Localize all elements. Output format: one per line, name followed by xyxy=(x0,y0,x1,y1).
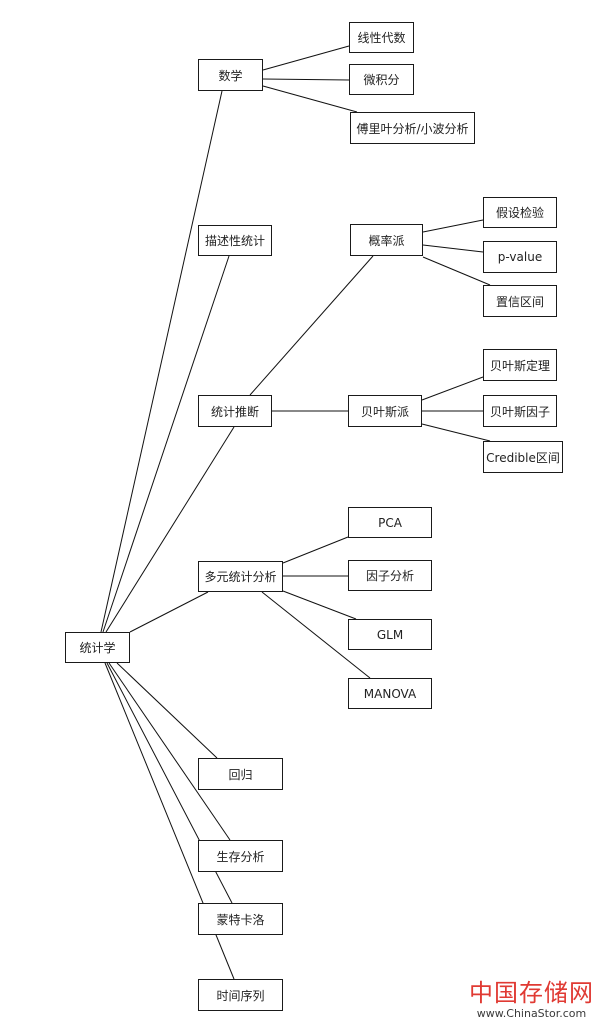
tree-node: 傅里叶分析/小波分析 xyxy=(350,112,475,144)
tree-node: p-value xyxy=(483,241,557,273)
tree-node: 统计推断 xyxy=(198,395,272,427)
node-label: MANOVA xyxy=(363,686,417,701)
tree-node: PCA xyxy=(348,507,432,538)
edge-math-to-linalg xyxy=(262,45,350,71)
node-label: 贝叶斯派 xyxy=(360,404,409,419)
edge-multi-to-manova xyxy=(261,591,371,679)
edge-freq-to-hyp xyxy=(422,219,484,233)
tree-node: 贝叶斯派 xyxy=(348,395,422,427)
tree-node: Credible区间 xyxy=(483,441,563,473)
tree-node: 线性代数 xyxy=(349,22,414,53)
edge-freq-to-ci xyxy=(422,256,491,286)
tree-node: 贝叶斯定理 xyxy=(483,349,557,381)
edge-root-to-surv xyxy=(108,662,231,841)
node-label: 统计学 xyxy=(79,641,116,655)
tree-node: MANOVA xyxy=(348,678,432,709)
node-label: 生存分析 xyxy=(216,849,265,864)
tree-node: GLM xyxy=(348,619,432,650)
node-label: 数学 xyxy=(218,68,243,83)
node-label: 假设检验 xyxy=(495,206,544,220)
node-label: 统计推断 xyxy=(210,404,259,419)
edges-layer xyxy=(100,45,491,980)
node-label: PCA xyxy=(378,515,402,530)
edge-root-to-multi xyxy=(129,591,209,633)
edge-root-to-infer xyxy=(105,426,235,633)
watermark: 中国存储网 www.ChinaStor.com xyxy=(469,979,594,1020)
tree-node: 数学 xyxy=(198,59,263,91)
node-label: GLM xyxy=(376,627,404,642)
node-label: p-value xyxy=(497,250,543,264)
node-label: 回归 xyxy=(228,767,253,782)
edge-bayes-to-cred xyxy=(421,423,491,442)
node-label: 贝叶斯因子 xyxy=(489,404,550,419)
tree-node: 生存分析 xyxy=(198,840,283,872)
tree-node: 置信区间 xyxy=(483,285,557,317)
watermark-title: 中国存储网 xyxy=(469,979,594,1007)
tree-node: 微积分 xyxy=(349,64,414,95)
node-label: 傅里叶分析/小波分析 xyxy=(356,121,469,136)
node-label: 微积分 xyxy=(363,73,400,87)
edge-math-to-calc xyxy=(262,78,350,81)
edge-freq-to-pval xyxy=(422,244,484,253)
edge-multi-to-pca xyxy=(282,536,349,564)
edge-root-to-math xyxy=(100,90,223,633)
watermark-url: www.ChinaStor.com xyxy=(476,1007,587,1020)
node-label: 概率派 xyxy=(368,233,405,248)
node-label: 贝叶斯定理 xyxy=(489,358,550,373)
node-label: 置信区间 xyxy=(495,294,544,309)
tree-node: 因子分析 xyxy=(348,560,432,591)
node-label: 描述性统计 xyxy=(204,234,265,248)
tree-node: 概率派 xyxy=(350,224,423,256)
tree-node: 回归 xyxy=(198,758,283,790)
root-node: 统计学 xyxy=(65,632,130,663)
tree-node: 假设检验 xyxy=(483,197,557,228)
edge-multi-to-glm xyxy=(282,590,357,620)
tree-node: 多元统计分析 xyxy=(198,561,283,592)
tree-node: 时间序列 xyxy=(198,979,283,1011)
node-label: 蒙特卡洛 xyxy=(216,912,265,927)
edge-root-to-desc xyxy=(102,255,230,633)
edge-math-to-fourier xyxy=(262,85,358,113)
node-label: 时间序列 xyxy=(216,988,265,1003)
node-label: Credible区间 xyxy=(486,450,560,465)
tree-node: 贝叶斯因子 xyxy=(483,395,557,427)
node-label: 因子分析 xyxy=(365,569,414,583)
edge-bayes-to-bthm xyxy=(421,376,484,401)
tree-node: 蒙特卡洛 xyxy=(198,903,283,935)
node-label: 线性代数 xyxy=(357,31,406,45)
node-label: 多元统计分析 xyxy=(204,570,277,584)
tree-node: 描述性统计 xyxy=(198,225,272,256)
edge-root-to-reg xyxy=(116,662,218,759)
edge-infer-to-freq xyxy=(249,255,374,396)
